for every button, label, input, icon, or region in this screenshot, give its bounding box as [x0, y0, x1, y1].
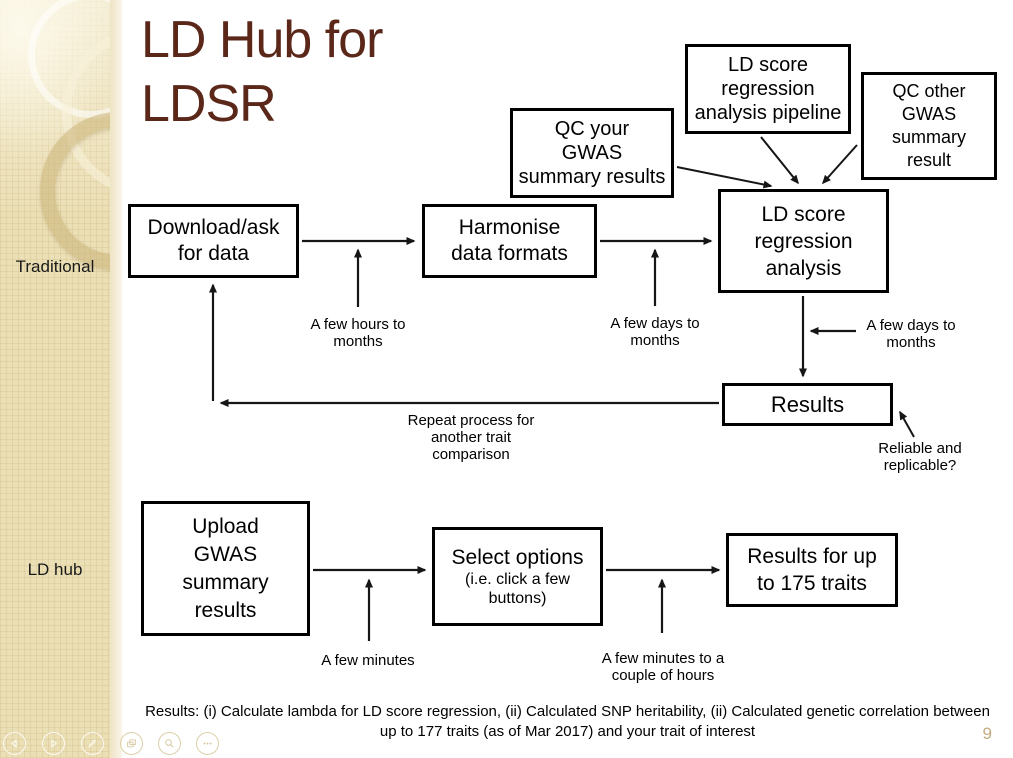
label-few-days-left: A few days to months — [610, 315, 700, 349]
zoom-button[interactable] — [158, 732, 181, 755]
next-slide-button[interactable] — [42, 732, 65, 755]
box-download-data: Download/ask for data — [128, 204, 299, 278]
box-select-options-main: Select options — [451, 546, 584, 569]
box-qc-your-gwas: QC your GWAS summary results — [510, 108, 674, 198]
arrow-qc-other-to-ldscore — [821, 144, 858, 185]
label-few-minutes-couple: A few minutes to a couple of hours — [601, 650, 725, 684]
box-results-175-traits: Results for up to 175 traits — [726, 533, 898, 607]
pen-icon — [85, 736, 100, 751]
chevron-left-icon — [7, 736, 22, 751]
more-options-button[interactable] — [196, 732, 219, 755]
box-qc-other-gwas: QC other GWAS summary result — [861, 72, 997, 180]
footer-note-line2: up to 177 traits (as of Mar 2017) and yo… — [379, 723, 756, 740]
box-harmonise-formats: Harmonise data formats — [422, 204, 597, 278]
slides-icon — [124, 736, 139, 751]
box-select-options-sub: (i.e. click a few buttons) — [465, 571, 570, 607]
arrow-reliable-to-results — [899, 410, 915, 438]
play-icon — [46, 736, 61, 751]
arrow-pipeline-to-ldscore — [760, 136, 799, 185]
magnifier-icon — [162, 736, 177, 751]
previous-slide-button[interactable] — [3, 732, 26, 755]
label-reliable-replicable: Reliable and replicable? — [878, 440, 962, 474]
box-ld-score-pipeline: LD score regression analysis pipeline — [685, 44, 851, 134]
footer-note: Results: (i) Calculate lambda for LD sco… — [122, 702, 1013, 742]
box-upload-gwas: Upload GWAS summary results — [141, 501, 310, 636]
label-few-hours: A few hours to months — [310, 316, 406, 350]
ellipsis-icon — [200, 736, 215, 751]
decorative-ring — [40, 112, 110, 270]
row-label-ld-hub: LD hub — [27, 560, 83, 579]
label-few-minutes: A few minutes — [321, 652, 415, 669]
box-results: Results — [722, 383, 893, 426]
footer-note-line1: Results: (i) Calculate lambda for LD sco… — [145, 703, 990, 720]
arrow-qc-your-to-ldscore — [676, 166, 773, 189]
label-repeat-process: Repeat process for another trait compari… — [407, 412, 535, 463]
slide-number: 9 — [982, 724, 992, 743]
slide-title: LD Hub for LDSR — [141, 11, 383, 133]
box-select-options: Select options (i.e. click a few buttons… — [432, 527, 603, 626]
all-slides-button[interactable] — [120, 732, 143, 755]
label-few-days-right: A few days to months — [866, 317, 956, 351]
sidebar-decoration — [0, 0, 110, 758]
pen-annotate-button[interactable] — [81, 732, 104, 755]
sidebar-edge — [110, 0, 122, 758]
box-ld-score-regression: LD score regression analysis — [718, 189, 889, 293]
row-label-traditional: Traditional — [15, 257, 95, 276]
